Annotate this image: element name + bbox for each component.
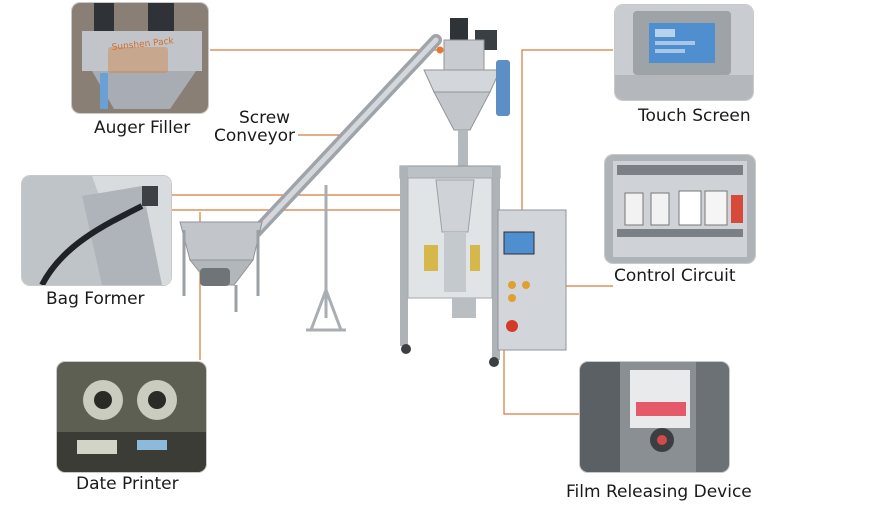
callout-film-releasing-device: Film Releasing Device bbox=[566, 482, 752, 502]
callout-screw-conveyor-line2: Conveyor bbox=[214, 125, 296, 146]
leader-lines bbox=[172, 49, 613, 415]
packing-machine-frame bbox=[399, 165, 501, 367]
auger-filler-head bbox=[423, 18, 510, 166]
callout-touch-screen: Touch Screen bbox=[638, 106, 751, 126]
leader-film-release bbox=[503, 345, 582, 415]
feed-hopper bbox=[179, 221, 263, 312]
bag-former-photo bbox=[22, 176, 171, 285]
callout-auger-filler: Auger Filler bbox=[94, 118, 191, 138]
date-printer-photo bbox=[57, 362, 206, 472]
callout-screw-conveyor-line1: Screw bbox=[238, 108, 291, 128]
touch-screen-photo bbox=[615, 5, 753, 100]
callout-bag-former: Bag Former bbox=[46, 289, 145, 309]
control-cabinet bbox=[497, 209, 567, 351]
auger-filler-photo: Sunshen Pack bbox=[72, 3, 208, 113]
callout-control-circuit: Control Circuit bbox=[614, 266, 736, 286]
callout-date-printer: Date Printer bbox=[76, 474, 179, 494]
control-circuit-photo bbox=[605, 155, 755, 263]
film-releasing-device-photo bbox=[580, 362, 729, 472]
screw-conveyor bbox=[250, 34, 442, 332]
callout-screw-conveyor: Screw Conveyor bbox=[214, 108, 296, 146]
leader-touch-screen bbox=[521, 49, 613, 233]
